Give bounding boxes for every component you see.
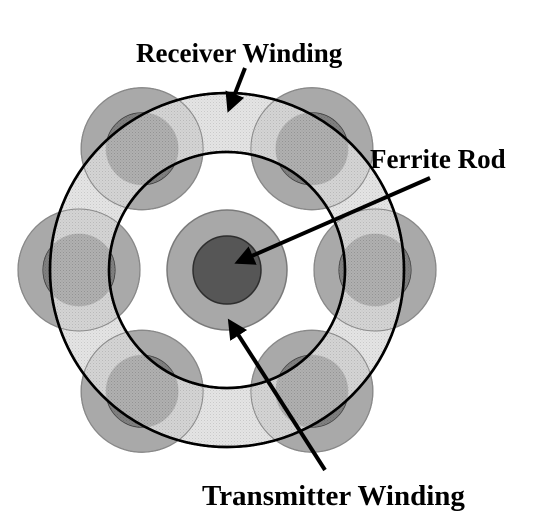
outer-coil-core-overlap [275, 112, 348, 185]
ferrite-rod-arrow [234, 176, 431, 265]
ferrite-rod-label: Ferrite Rod [370, 144, 506, 174]
outer-coil-edge [313, 208, 437, 332]
outer-coil-core-overlap [106, 112, 179, 185]
outer-coil-core-overlap [339, 234, 411, 306]
coil-overlap-group [17, 87, 437, 453]
outer-coil-core-overlap [43, 234, 115, 306]
receiver-winding-arrow [225, 67, 247, 113]
receiver-winding-label: Receiver Winding [136, 38, 343, 68]
transmitter-winding-label: Transmitter Winding [202, 480, 465, 512]
outer-coil-core-overlap [275, 355, 348, 428]
transmitter-winding-arrow [227, 318, 327, 472]
ferrite-rod [192, 235, 262, 305]
transmitter-winding-outline [107, 150, 347, 390]
outer-coil-edge [80, 87, 204, 211]
outer-coil-core-overlap [106, 355, 179, 428]
outer-coil-edge [80, 329, 204, 453]
outer-coil-edge [17, 208, 141, 332]
outer-coil-edge [250, 87, 374, 211]
